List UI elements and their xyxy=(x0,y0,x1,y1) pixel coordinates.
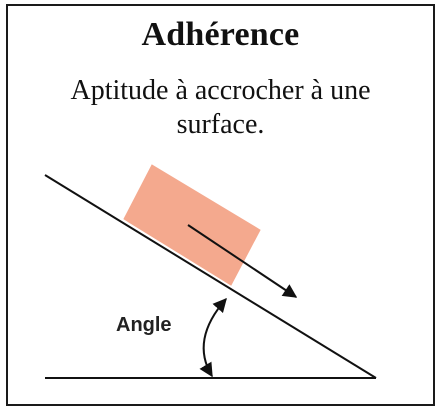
angle-arc-icon xyxy=(199,297,227,378)
block-shape xyxy=(123,164,261,286)
card-subtitle: Aptitude à accrocher à une surface. xyxy=(70,75,371,140)
motion-arrow-icon xyxy=(187,224,298,298)
card-title: Adhérence xyxy=(141,16,300,53)
angle-label: Angle xyxy=(116,314,172,336)
incline-line xyxy=(44,174,377,379)
